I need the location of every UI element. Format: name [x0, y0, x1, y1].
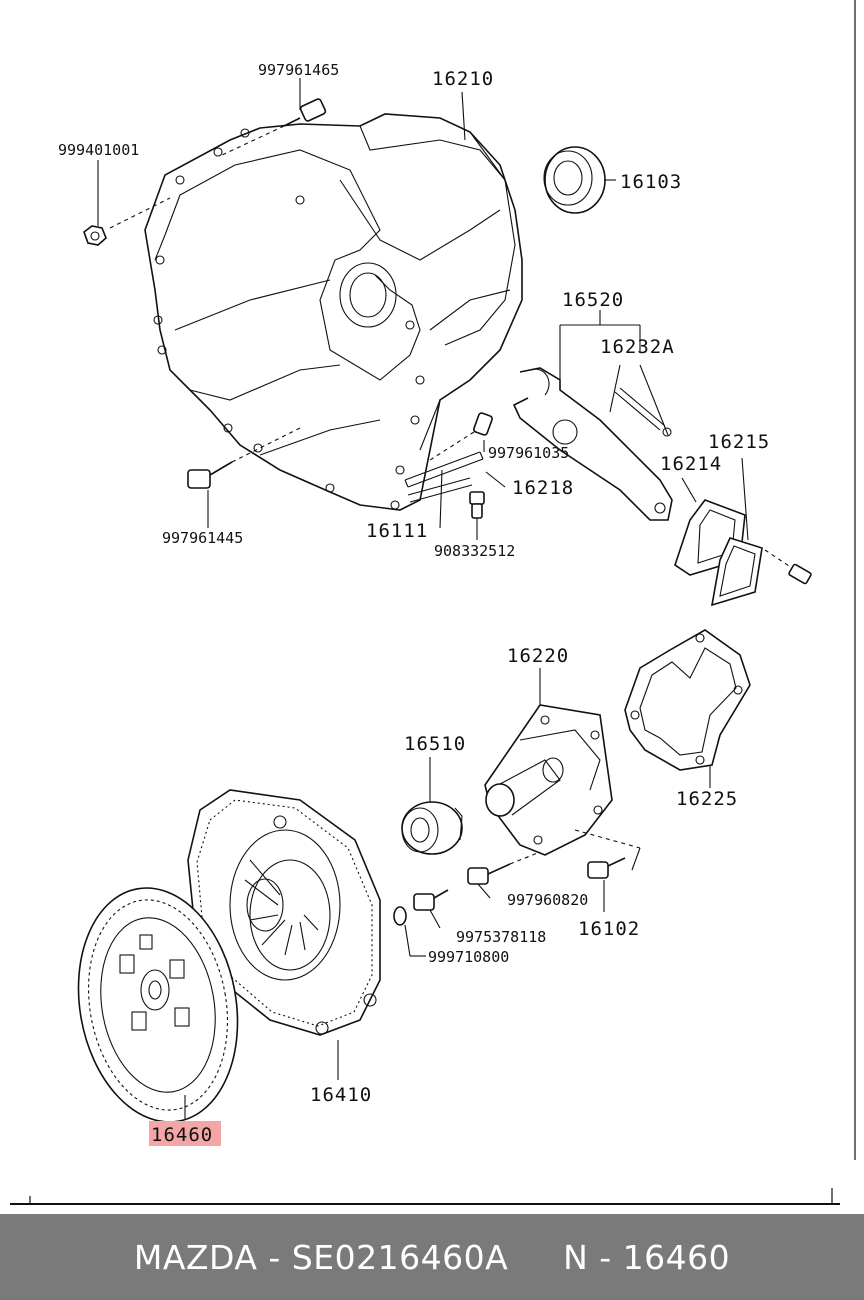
- exploded-view-drawing: 997961465 16210 999401001 16103 16520 16…: [10, 0, 856, 1205]
- highlight-16460: [149, 1121, 221, 1146]
- bearing-16103-drawing: [543, 146, 616, 214]
- footer-n: N: [563, 1237, 589, 1277]
- pressure-plate-16410-drawing: [187, 789, 381, 1080]
- nut-999401001-drawing: [83, 160, 171, 246]
- label-16214: 16214: [660, 453, 722, 475]
- label-16103: 16103: [620, 171, 682, 193]
- label-16102: 16102: [578, 918, 640, 940]
- footer-part-code: SE0216460A: [291, 1237, 509, 1277]
- gasket-16225-drawing: [624, 629, 751, 788]
- label-9975378118: 9975378118: [456, 928, 546, 946]
- label-999710800: 999710800: [428, 948, 509, 966]
- bolt-997961465-drawing: [219, 78, 327, 157]
- clutch-disc-16460-drawing: [77, 887, 239, 1123]
- plug-908332512-drawing: [469, 491, 485, 540]
- label-16220: 16220: [507, 645, 569, 667]
- label-16510: 16510: [404, 733, 466, 755]
- label-16460: 16460: [151, 1124, 213, 1146]
- footer-bar: MAZDA - SE0216460A N - 16460: [0, 1214, 864, 1300]
- release-hub-16220-drawing: [484, 668, 641, 871]
- label-16232A: 16232A: [600, 336, 675, 358]
- parts-diagram: 997961465 16210 999401001 16103 16520 16…: [10, 0, 856, 1205]
- label-16215: 16215: [708, 431, 770, 453]
- label-16520: 16520: [562, 289, 624, 311]
- footer-part-number: 16460: [622, 1237, 731, 1277]
- label-997961035: 997961035: [488, 444, 569, 462]
- bolt-997961035-drawing: [429, 412, 493, 461]
- label-908332512: 908332512: [434, 542, 515, 560]
- clutch-housing-drawing: [144, 113, 523, 511]
- gasket-16215-drawing: [710, 457, 812, 607]
- label-997961445: 997961445: [162, 529, 243, 547]
- label-16410: 16410: [310, 1084, 372, 1106]
- label-997961465: 997961465: [258, 61, 339, 79]
- label-16210: 16210: [432, 68, 494, 90]
- label-16218: 16218: [512, 477, 574, 499]
- release-bearing-16510-drawing: [401, 757, 463, 855]
- label-999401001: 999401001: [58, 141, 139, 159]
- footer-separator-2: -: [588, 1237, 623, 1277]
- bolt-997961445-drawing: [187, 427, 301, 528]
- stud-16102-drawing: [587, 857, 626, 912]
- bolt-9975378118-drawing: [413, 889, 449, 929]
- washer-999710800-drawing: [393, 906, 411, 957]
- footer-brand: MAZDA: [133, 1237, 258, 1277]
- release-fork-16520-drawing: [512, 310, 673, 521]
- label-16225: 16225: [676, 788, 738, 810]
- bolt-997960820-drawing: [467, 851, 541, 899]
- footer-separator: -: [257, 1237, 292, 1277]
- label-16111: 16111: [366, 520, 428, 542]
- footer-gap: [508, 1238, 563, 1277]
- label-997960820: 997960820: [507, 891, 588, 909]
